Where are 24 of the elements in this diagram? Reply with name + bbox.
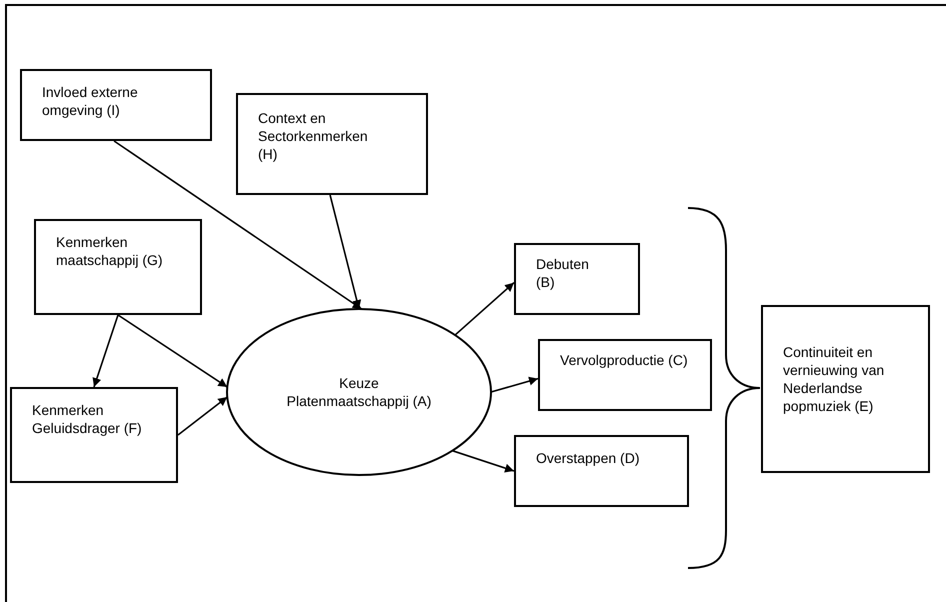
node-label: Overstappen (D) <box>536 449 640 467</box>
node-label: Keuze Platenmaatschappij (A) <box>286 374 432 410</box>
process-box <box>236 93 428 195</box>
process-box <box>761 305 930 473</box>
node-label: Invloed externe omgeving (I) <box>42 83 139 119</box>
process-box <box>10 387 178 483</box>
process-box <box>20 69 212 141</box>
node-label: Debuten (B) <box>536 255 590 291</box>
arrow <box>92 314 119 388</box>
node-label: Context en Sectorkenmerken (H) <box>258 109 369 163</box>
process-box <box>514 243 640 315</box>
arrow <box>118 314 228 388</box>
arrow <box>178 396 228 436</box>
process-box <box>538 339 712 411</box>
arrow <box>454 282 515 336</box>
arrow <box>452 450 514 472</box>
arrow <box>490 376 538 393</box>
arrow <box>114 140 362 310</box>
node-label: Vervolgproductie (C) <box>560 351 689 369</box>
node-label: Kenmerken Geluidsdrager (F) <box>32 401 143 437</box>
node-label: Kenmerken maatschappij (G) <box>56 233 164 269</box>
process-box <box>514 435 689 507</box>
process-box <box>34 219 202 315</box>
node-label: Continuiteit en vernieuwing van Nederlandse popmuziek (E) <box>783 343 886 415</box>
